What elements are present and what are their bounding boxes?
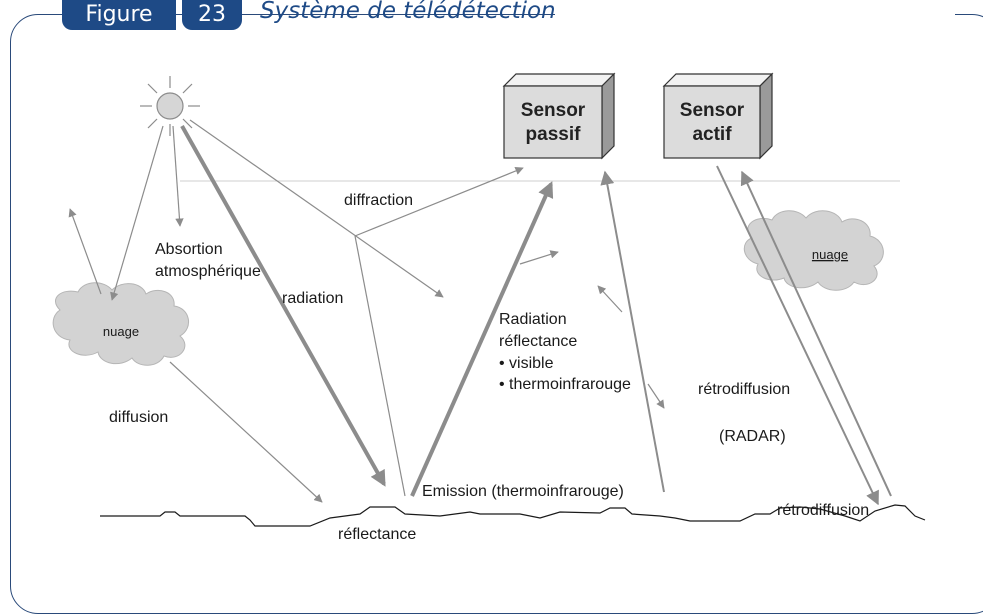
radiation-reflectance-label-line1: Radiation (499, 311, 567, 328)
radar-pulse-down-arrow (716, 165, 879, 506)
ground-surface (100, 504, 926, 527)
diffusion-label: diffusion (109, 409, 168, 426)
small-scatter-arrow-2 (597, 285, 623, 313)
radar-return-up-arrow (740, 170, 892, 497)
sun-icon (140, 76, 200, 136)
bullet-visible: • visible (499, 355, 554, 372)
bullet-thermoinfrarouge: • thermoinfrarouge (499, 376, 631, 393)
remote-sensing-diagram: Sensor passif Sensor actif nuage nuage d… (52, 72, 926, 543)
absorption-label-line1: Absortion (155, 241, 223, 258)
absorption-label-line2: atmosphérique (155, 263, 261, 280)
active-sensor (662, 72, 774, 160)
diffraction-label: diffraction (344, 192, 413, 209)
radar-label: (RADAR) (719, 428, 786, 445)
radiation-reflectance-label-line2: réflectance (499, 333, 577, 350)
figure-label-tab: Figure (62, 0, 176, 30)
figure-number-tab: 23 (182, 0, 242, 30)
incoming-radiation-arrow (180, 125, 386, 487)
diffraction-arrow-to-sensor (354, 166, 524, 237)
diffusion-arrow (169, 361, 323, 503)
sun-to-cloud-arrow (110, 125, 164, 301)
retrodiffusion-label: rétrodiffusion (698, 381, 790, 398)
diffraction-arrow-to-ground (354, 235, 406, 497)
passive-sensor-label-line1: Sensor (521, 100, 586, 121)
cloud-left (52, 282, 189, 366)
radiation-label: radiation (282, 290, 343, 307)
sun-scatter-arrow (189, 119, 444, 298)
passive-sensor-label-line2: passif (526, 124, 582, 145)
header-gap (555, 0, 955, 22)
small-scatter-arrow-1 (519, 250, 559, 265)
active-sensor-label-line2: actif (692, 124, 732, 145)
emission-arrow (600, 170, 665, 493)
emission-label: Emission (thermoinfrarouge) (422, 483, 624, 500)
reflected-radiation-arrow (410, 181, 554, 497)
figure-title: Système de télédétection (260, 0, 556, 24)
absorption-arrow (172, 125, 184, 227)
cloud-right-label: nuage (812, 247, 848, 262)
cloud-reflection-arrow (68, 208, 102, 295)
passive-sensor (502, 72, 616, 160)
small-scatter-arrow-3 (647, 383, 665, 409)
active-sensor-label-line1: Sensor (680, 100, 745, 121)
reflectance-label: réflectance (338, 526, 416, 543)
cloud-left-label: nuage (103, 324, 139, 339)
ground-retrodiffusion-label: rétrodiffusion (777, 502, 869, 519)
